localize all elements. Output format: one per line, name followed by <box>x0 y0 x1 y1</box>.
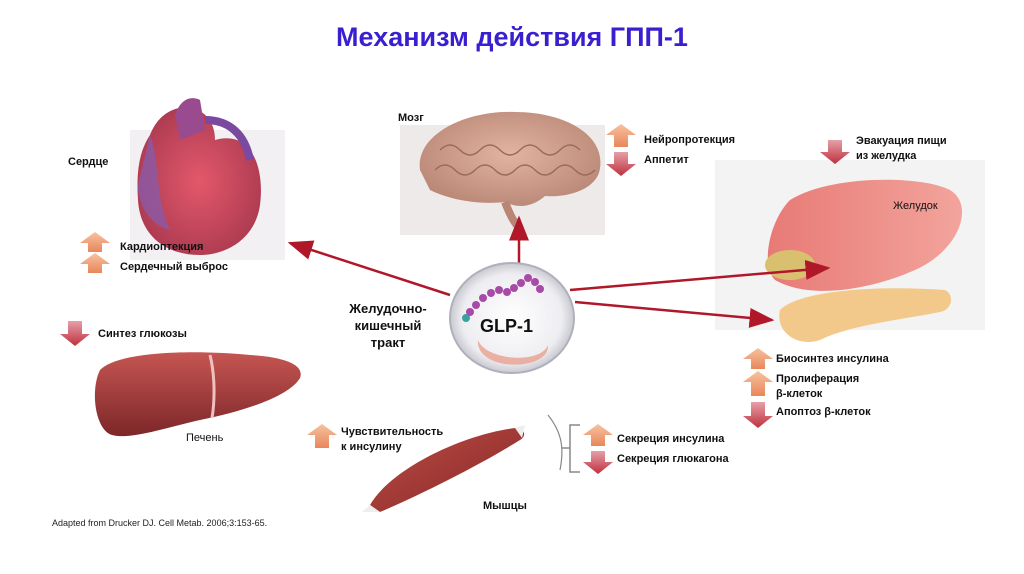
heart-effect-cardioprotection: Кардиоптекция <box>120 240 203 254</box>
stomach-effect-line2: из желудка <box>856 149 916 163</box>
muscle-up-arrow <box>307 424 337 448</box>
gi-tract-line2: кишечный <box>338 317 438 334</box>
secretion-up-arrow <box>583 424 613 446</box>
heart-up-arrow-1 <box>80 232 110 252</box>
pancreas-effect-proliferation: Пролиферация <box>776 372 859 386</box>
secretion-glucagon: Секреция глюкагона <box>617 452 729 466</box>
heart-effect-cardiac-output: Сердечный выброс <box>120 260 228 274</box>
heart-illustration <box>130 98 285 260</box>
pancreas-effect-insulin-biosynthesis: Биосинтез инсулина <box>776 352 889 366</box>
pancreas-up-arrow-1 <box>743 348 773 369</box>
brain-effect-neuroprotection: Нейропротекция <box>644 133 735 147</box>
glp1-label: GLP-1 <box>480 316 533 337</box>
liver-down-arrow <box>60 321 90 346</box>
muscle-effect-line1: Чувствительность <box>341 425 443 439</box>
liver-effect-glucose-synthesis: Синтез глюкозы <box>98 327 187 341</box>
gi-tract-label: Желудочно- кишечный тракт <box>338 300 438 351</box>
pancreas-effect-apoptosis: Апоптоз β-клеток <box>776 405 871 419</box>
brain-label: Мозг <box>398 111 424 125</box>
heart-up-arrow-2 <box>80 253 110 273</box>
source-citation: Adapted from Drucker DJ. Cell Metab. 200… <box>52 518 267 528</box>
muscle-link-curve <box>548 415 562 470</box>
brain-illustration <box>400 112 605 235</box>
brain-effect-appetite: Аппетит <box>644 153 689 167</box>
heart-label: Сердце <box>68 155 108 169</box>
pancreas-up-arrow-2 <box>743 371 773 396</box>
page-title: Механизм действия ГПП-1 <box>0 22 1024 53</box>
liver-illustration <box>95 352 301 436</box>
pancreas-down-arrow <box>743 402 773 428</box>
secretion-down-arrow <box>583 451 613 474</box>
stomach-effect-line1: Эвакуация пищи <box>856 134 947 148</box>
secretion-bracket <box>562 425 580 472</box>
gi-tract-line1: Желудочно- <box>338 300 438 317</box>
pancreas-effect-beta-cells: β-клеток <box>776 387 822 401</box>
secretion-insulin: Секреция инсулина <box>617 432 724 446</box>
muscle-label: Мышцы <box>483 499 527 513</box>
stomach-label: Желудок <box>893 200 938 212</box>
brain-down-arrow <box>606 152 636 176</box>
gi-tract-line3: тракт <box>338 334 438 351</box>
liver-label: Печень <box>186 432 223 444</box>
muscle-effect-line2: к инсулину <box>341 440 402 454</box>
brain-up-arrow <box>606 124 636 147</box>
